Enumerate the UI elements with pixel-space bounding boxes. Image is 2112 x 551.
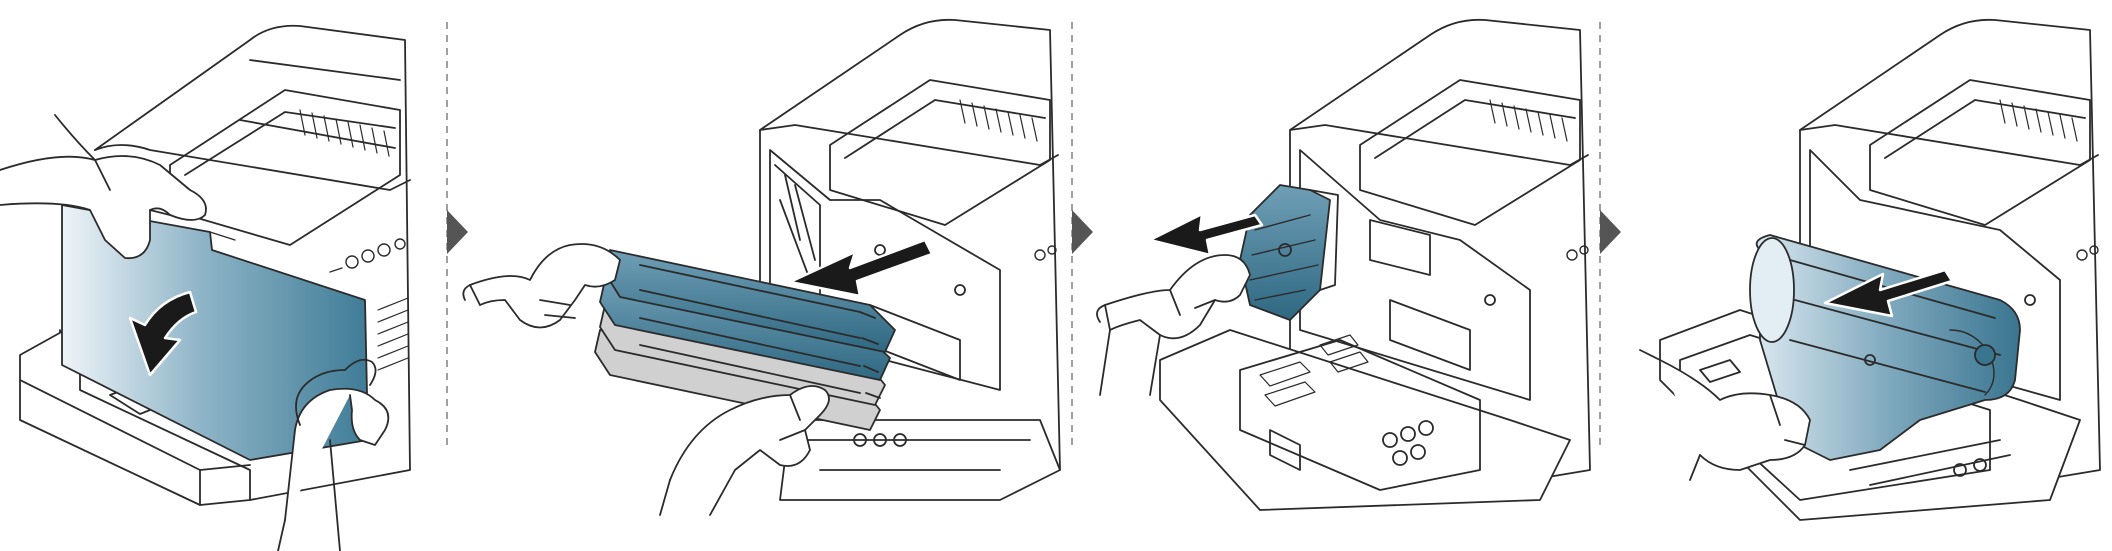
hand-icon [659,385,830,516]
chevron-right-icon [1072,210,1093,254]
front-door [1159,329,1571,511]
panel-2-remove-toner-cartridges [462,18,1061,516]
output-tray [1359,79,1581,226]
hand-icon [0,114,207,260]
side-vents [377,297,409,371]
control-buttons [329,238,406,273]
panel-1-open-front-cover [0,24,411,551]
printer-body [1289,18,1591,481]
hand-icon [462,243,621,329]
panel-4-remove-imaging-unit [1639,18,2101,521]
hand-icon [1096,254,1251,396]
front-door [779,419,1061,501]
arrow-icon [1148,212,1264,257]
panel-3-remove-waste-toner-container [1096,18,1591,511]
output-tray [829,79,1051,226]
control-buttons [1566,245,1589,261]
output-tray [1869,79,2091,226]
arrow-icon [788,238,934,298]
control-buttons [2076,245,2099,261]
connector-blocks [1259,334,1369,407]
arrow-icon [1823,268,1954,318]
chevron-right-icon [447,210,468,254]
drum-end [1749,237,1795,343]
front-cover-panel [61,204,369,461]
control-buttons [1034,245,1057,261]
paper-exit-grille [1489,99,1568,142]
imaging-unit [1755,234,2021,461]
printer-interior [1299,149,1531,401]
chevron-right-icon [1600,210,1621,254]
arrow-icon [128,290,198,377]
hand-icon [1639,349,1811,481]
paper-exit-grille [959,99,1038,142]
hand-icon [277,358,390,551]
paper-exit-grille [299,109,390,157]
printer-top [94,144,411,191]
toner-cartridge-stack [594,249,896,431]
paper-exit-grille [1999,99,2078,142]
